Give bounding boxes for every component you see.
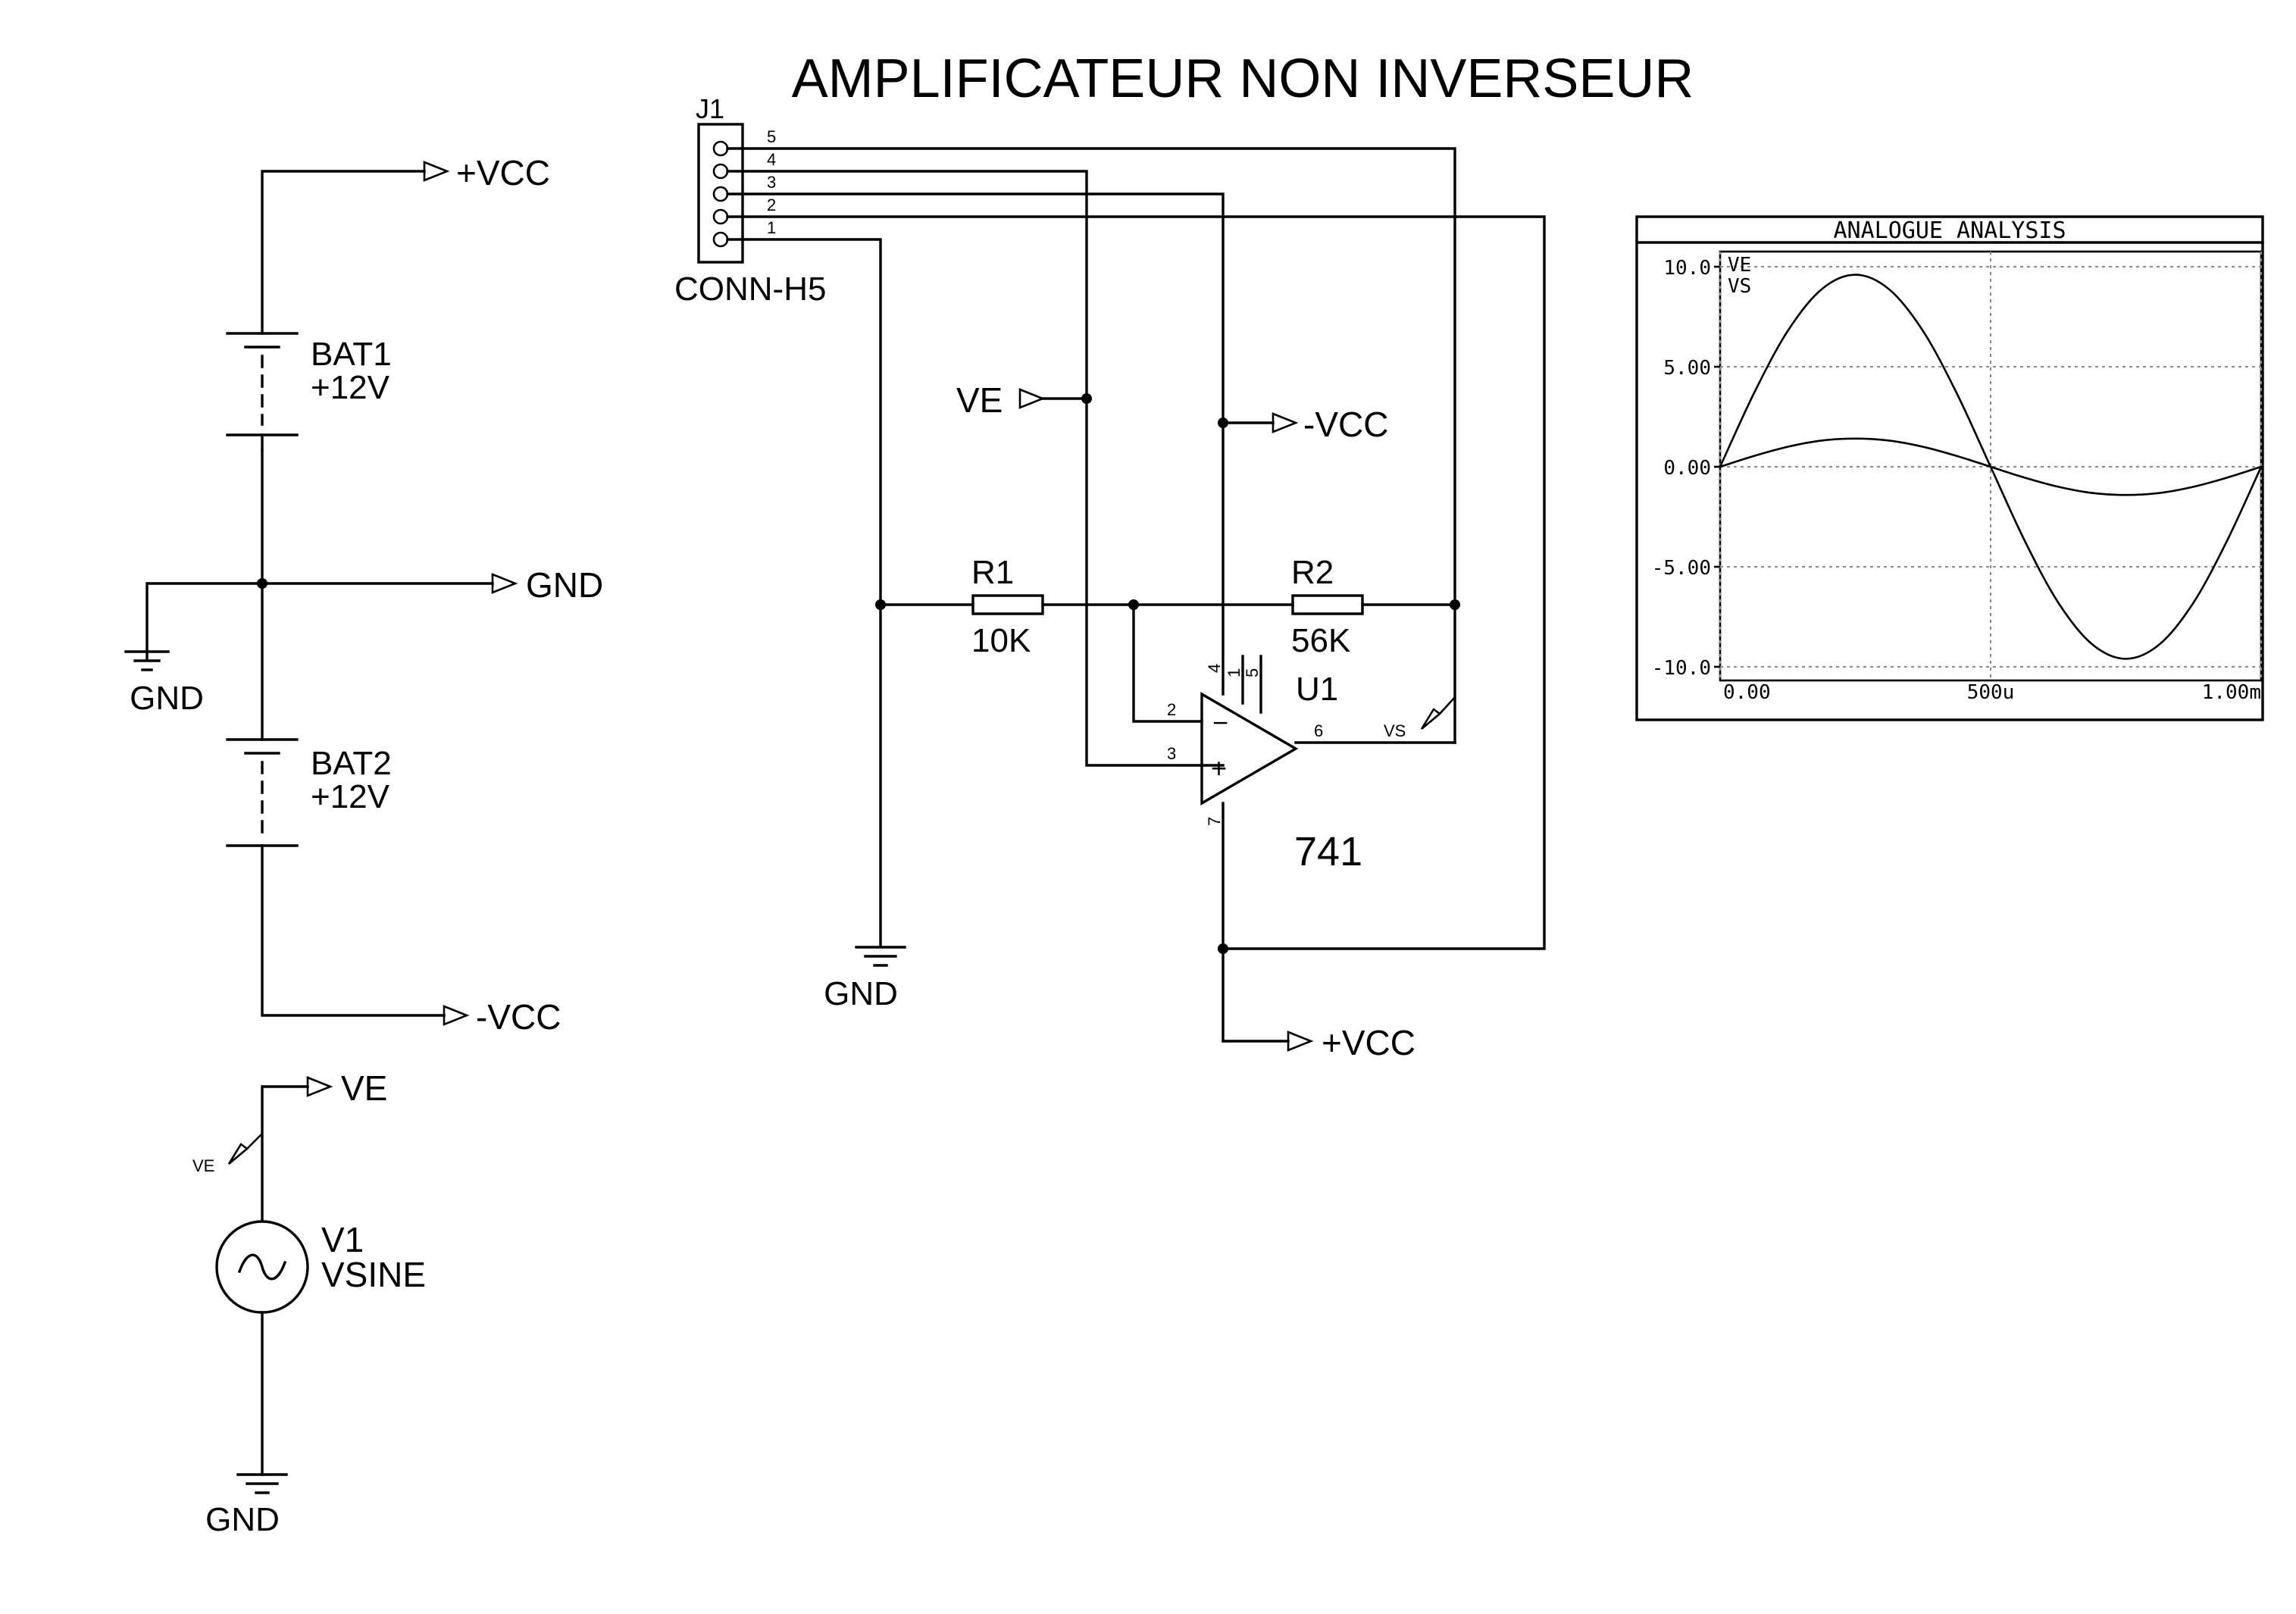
connector-pin-2: 2 bbox=[767, 195, 776, 214]
junction-dot bbox=[257, 578, 267, 589]
x-tick-label: 1.00m bbox=[2202, 681, 2261, 704]
schematic-title: AMPLIFICATEUR NON INVERSEUR bbox=[792, 48, 1694, 109]
amp-vcc-neg-label: -VCC bbox=[1303, 405, 1388, 444]
connector-pin-3: 3 bbox=[767, 173, 776, 192]
r1-value: 10K bbox=[971, 622, 1031, 659]
y-tick-label: 10.0 bbox=[1663, 257, 1711, 280]
bat1-ref: BAT1 bbox=[311, 336, 392, 373]
gnd-symbol-label: GND bbox=[130, 680, 204, 717]
gnd-terminal-label: GND bbox=[526, 565, 603, 605]
gnd-terminal-arrow bbox=[491, 573, 518, 594]
junction-dot bbox=[1218, 943, 1228, 954]
power-supply-section: +VCC BAT1 +12V GND GND bbox=[124, 153, 603, 1037]
junction-dot bbox=[875, 599, 886, 610]
vcc-pos-terminal-arrow bbox=[423, 161, 450, 182]
y-tick-layer: 10.0 5.00 0.00 -5.00 -10.0 bbox=[1652, 257, 1720, 680]
x-tick-label: 500u bbox=[1967, 681, 2015, 704]
bat2-ref: BAT2 bbox=[311, 745, 392, 782]
connector-pin-5: 5 bbox=[767, 127, 776, 146]
opamp-ref: U1 bbox=[1296, 671, 1338, 708]
x-tick-layer: 0.00 500u 1.00m bbox=[1723, 681, 2261, 704]
graph-title: ANALOGUE ANALYSIS bbox=[1833, 217, 2066, 244]
opamp-pin-5: 5 bbox=[1243, 668, 1262, 677]
junction-dot bbox=[1450, 599, 1460, 610]
source-terminal-label: VE bbox=[341, 1068, 387, 1108]
opamp-u1[interactable] bbox=[1200, 692, 1299, 805]
vcc-neg-terminal-label: -VCC bbox=[476, 997, 561, 1037]
y-tick-label: 5.00 bbox=[1663, 357, 1711, 380]
x-tick-label: 0.00 bbox=[1723, 681, 1771, 704]
gnd-symbol bbox=[236, 1473, 288, 1494]
connector-ref: J1 bbox=[696, 93, 724, 124]
ve-terminal-arrow bbox=[306, 1076, 333, 1097]
source-gnd-label: GND bbox=[205, 1501, 280, 1538]
v1-sine-source[interactable] bbox=[215, 1220, 309, 1314]
ve-terminal-arrow bbox=[1018, 388, 1046, 409]
v1-type: VSINE bbox=[321, 1255, 426, 1294]
opamp-pin-2: 2 bbox=[1167, 700, 1176, 719]
grid-layer bbox=[1719, 252, 2262, 680]
bat1-value: +12V bbox=[311, 369, 390, 406]
legend-entry-ve: VE bbox=[1728, 254, 1751, 277]
y-tick-label: 0.00 bbox=[1663, 457, 1711, 480]
vcc-neg-terminal-arrow bbox=[1272, 412, 1299, 433]
r2-value: 56K bbox=[1291, 622, 1350, 659]
opamp-pin-4: 4 bbox=[1205, 664, 1224, 673]
r2-ref: R2 bbox=[1291, 554, 1334, 591]
r1-ref: R1 bbox=[971, 554, 1014, 591]
opamp-pin-1: 1 bbox=[1225, 668, 1243, 677]
amp-vcc-pos-label: +VCC bbox=[1322, 1023, 1415, 1062]
bat2-symbol[interactable] bbox=[226, 738, 299, 847]
opamp-pin-6: 6 bbox=[1314, 721, 1323, 740]
series-line-vs bbox=[1719, 274, 2263, 660]
probe-ve-label: VE bbox=[192, 1156, 214, 1175]
opamp-plus-sign: + bbox=[1211, 752, 1227, 784]
vcc-pos-terminal-label: +VCC bbox=[456, 153, 550, 192]
amplifier-wiring: VE -VCC +VCC GND bbox=[726, 147, 1546, 1062]
amp-ve-terminal-label: VE bbox=[956, 380, 1003, 420]
resistor-r1[interactable] bbox=[971, 594, 1044, 615]
opamp-part: 741 bbox=[1294, 829, 1362, 874]
gnd-symbol bbox=[855, 946, 906, 967]
v1-ref: V1 bbox=[321, 1220, 364, 1259]
y-tick-label: -10.0 bbox=[1652, 657, 1711, 680]
opamp-pin-7: 7 bbox=[1205, 817, 1224, 826]
connector-pin-4: 4 bbox=[767, 150, 776, 169]
trace-layer bbox=[1719, 274, 2263, 660]
amp-gnd-label: GND bbox=[824, 975, 898, 1012]
probe-ve-icon[interactable] bbox=[227, 1133, 263, 1165]
junction-dot bbox=[1081, 393, 1092, 404]
source-section: VE VE V1 VSINE GND bbox=[192, 1068, 426, 1538]
y-tick-label: -5.00 bbox=[1652, 557, 1711, 580]
opamp-minus-sign: − bbox=[1212, 707, 1228, 738]
bat1-symbol[interactable] bbox=[226, 332, 299, 452]
connector-type: CONN-H5 bbox=[674, 271, 826, 308]
probe-vs-label: VS bbox=[1384, 721, 1406, 740]
bat2-value: +12V bbox=[311, 778, 390, 815]
resistor-r2[interactable] bbox=[1291, 594, 1364, 615]
analogue-analysis-graph[interactable]: ANALOGUE ANALYSIS 10.0 5.00 0.00 -5.00 -10.0… bbox=[1635, 215, 2264, 721]
legend-entry-vs: VS bbox=[1728, 275, 1751, 298]
probe-vs-icon[interactable] bbox=[1420, 696, 1456, 730]
gnd-symbol bbox=[124, 650, 170, 671]
vcc-neg-terminal-arrow bbox=[443, 1005, 470, 1026]
opamp-pin-3: 3 bbox=[1167, 744, 1176, 763]
junction-dot bbox=[1218, 418, 1228, 428]
connector-pin-1: 1 bbox=[767, 218, 776, 237]
vcc-pos-terminal-arrow bbox=[1287, 1031, 1314, 1052]
